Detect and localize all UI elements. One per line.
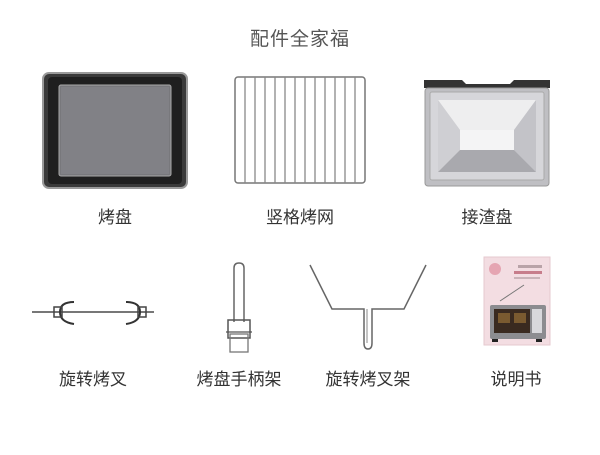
label-pan-handle: 烤盘手柄架 xyxy=(196,370,282,390)
label-wire-rack: 竖格烤网 xyxy=(266,208,334,228)
rotisserie-fork-icon xyxy=(32,301,154,325)
manual-icon xyxy=(483,256,551,346)
label-crumb-tray: 接渣盘 xyxy=(461,208,513,228)
label-rotisserie-fork: 旋转烤叉 xyxy=(59,370,127,390)
page-title: 配件全家福 xyxy=(249,28,350,50)
baking-pan-icon xyxy=(42,72,188,189)
label-manual: 说明书 xyxy=(490,370,542,390)
label-rotisserie-stand: 旋转烤叉架 xyxy=(325,370,411,390)
pan-handle-icon xyxy=(226,262,252,353)
rotisserie-stand-icon xyxy=(309,264,427,350)
label-baking-pan: 烤盘 xyxy=(98,208,132,228)
crumb-tray-icon xyxy=(424,80,550,187)
wire-rack-icon xyxy=(234,76,366,184)
